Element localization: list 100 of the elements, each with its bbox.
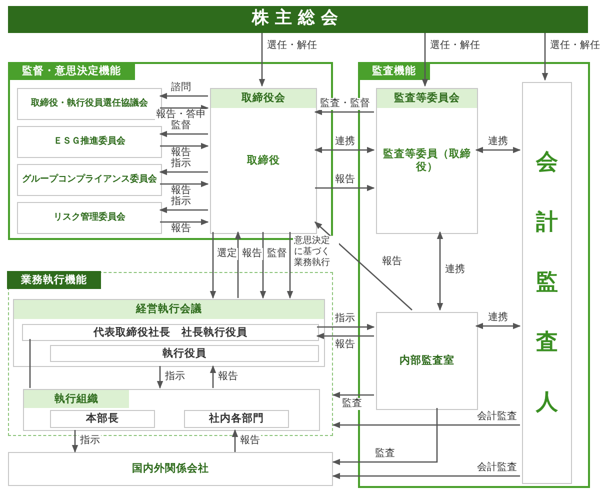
edge-label: 連携 (487, 312, 509, 324)
department-box (376, 312, 478, 410)
arrow (159, 206, 208, 214)
edge-label: 連携 (444, 264, 466, 276)
edge-label: 監督 (266, 248, 288, 260)
edge-label: 選任・解任 (266, 40, 318, 52)
box-header: 監査等委員会 (377, 89, 477, 108)
arrow (159, 130, 208, 138)
arrow (232, 429, 238, 452)
edge-label: 意思決定に基づく業務執行 (293, 236, 339, 268)
box-header: 執行組織 (24, 390, 129, 408)
arrow (160, 218, 209, 226)
box-text: 本部長 (84, 412, 120, 426)
department-box (50, 410, 155, 428)
committee-box (17, 202, 162, 234)
box-text: 監査等委員（取締役） (382, 148, 472, 174)
auditor-box (522, 82, 572, 484)
department-box (184, 410, 289, 428)
box-header: 取締役会 (211, 89, 316, 108)
arrow (72, 430, 78, 453)
role-box (22, 324, 319, 341)
committee-box (17, 126, 162, 158)
section-tab: 監査機能 (358, 62, 430, 80)
edge-label: 指示 (170, 196, 192, 208)
arrow (332, 422, 520, 428)
edge-label: 報告 (170, 147, 192, 159)
edge-label: 監査 (374, 448, 396, 460)
edge-label: 監査 (341, 398, 363, 410)
box-text: 会計監査人 (535, 149, 559, 417)
edge-label: 報告 (170, 223, 192, 235)
arrow (160, 104, 209, 112)
edge-label: 報告 (241, 248, 263, 260)
role-box (50, 345, 319, 362)
arrow (314, 108, 374, 116)
edge-label: 監督 (170, 120, 192, 132)
arrow (475, 146, 521, 154)
edge-label: 報告 (381, 256, 403, 268)
edge-label: 指示 (170, 158, 192, 170)
arrow (542, 33, 548, 81)
box-text: 取締役 (246, 154, 281, 168)
edge-label: 報告 (170, 185, 192, 197)
connector-line (29, 339, 31, 388)
organization-box (23, 389, 320, 431)
box-text: 社内各部門 (208, 412, 265, 426)
arrow (314, 146, 375, 154)
box-header: 経営執行会議 (14, 300, 324, 319)
box-text: グループコンプライアンス委員会 (21, 174, 158, 186)
arrow (210, 365, 216, 388)
arrow (210, 232, 216, 299)
edge-label: 報告 (334, 339, 356, 351)
edge-label: 報告 (217, 371, 239, 383)
meeting-box (8, 6, 588, 33)
edge-label: 選定 (216, 248, 238, 260)
arrow (316, 332, 374, 340)
edge-label: 報告 (239, 435, 261, 447)
arrow (475, 322, 521, 330)
edge-label: 諮問 (170, 82, 192, 94)
section-panel (8, 272, 333, 436)
board-box (210, 88, 317, 234)
arrow (159, 92, 208, 100)
box-text: 国内外関係会社 (131, 462, 210, 476)
box-text: 内部監査室 (398, 354, 456, 368)
committee-box (376, 88, 478, 234)
arrow (332, 472, 520, 480)
arrow (314, 221, 412, 310)
edge-label: 報告・答申 (155, 109, 207, 121)
arrow (160, 180, 209, 188)
arrow (258, 33, 266, 87)
box-text: ＥＳＧ推進委員会 (52, 136, 126, 148)
box-text: リスク管理委員会 (52, 212, 126, 224)
edge-label: 指示 (164, 371, 186, 383)
committee-box (17, 164, 162, 196)
arrow (332, 408, 438, 466)
edge-label: 会計監査 (476, 462, 518, 474)
arrow (422, 33, 428, 87)
box-text: 代表取締役社長 社長執行役員 (92, 326, 248, 340)
edge-label: 指示 (334, 313, 356, 325)
arrow (436, 231, 444, 311)
edge-label: 会計監査 (476, 411, 518, 423)
edge-label: 連携 (334, 136, 356, 148)
arrow (160, 142, 209, 150)
arrow (156, 366, 164, 389)
edge-label: 報告 (334, 174, 356, 186)
section-tab: 監督・意思決定機能 (8, 62, 135, 80)
arrow (317, 324, 375, 330)
meeting-box (13, 299, 325, 367)
edge-label: 選任・解任 (549, 40, 600, 52)
section-tab: 業務執行機能 (7, 271, 101, 289)
box-text: 取締役・執行役員選任協議会 (30, 98, 149, 110)
arrow (332, 392, 374, 398)
box-text: 執行役員 (162, 346, 208, 360)
arrow (234, 231, 242, 298)
box-text: 株主総会 (250, 8, 345, 30)
edge-label: 選任・解任 (429, 40, 481, 52)
arrow (260, 232, 266, 299)
arrow (315, 184, 375, 192)
arrow (159, 168, 208, 176)
company-box (8, 452, 333, 486)
edge-label: 監査・監督 (319, 98, 371, 110)
edge-label: 連携 (487, 136, 509, 148)
